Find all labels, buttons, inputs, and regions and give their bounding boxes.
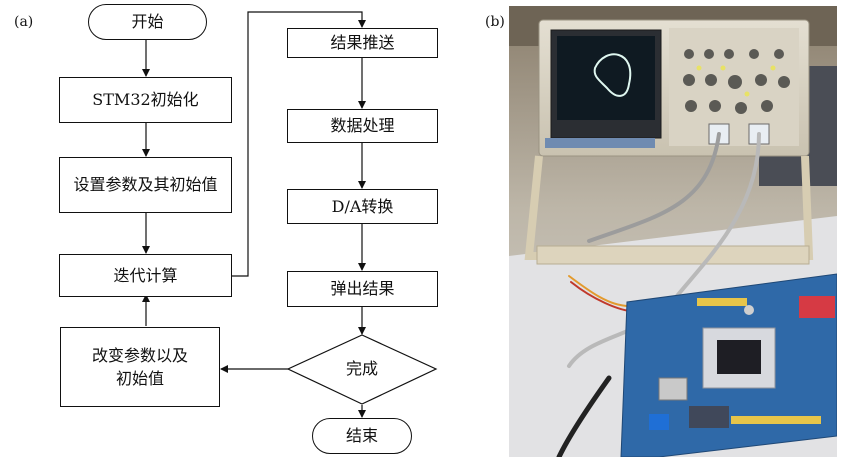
photo-illustration xyxy=(509,6,837,457)
push-node: 结果推送 xyxy=(287,28,438,58)
set-params-node: 设置参数及其初始值 xyxy=(59,157,232,213)
popup-node: 弹出结果 xyxy=(287,271,438,307)
panel-a-label: (a) xyxy=(14,14,34,30)
decision-label: 完成 xyxy=(345,359,378,378)
panel-b-label: (b) xyxy=(485,14,505,30)
decision-diamond xyxy=(286,334,438,405)
iterate-node: 迭代计算 xyxy=(59,254,232,297)
init-node: STM32初始化 xyxy=(59,77,232,123)
start-node: 开始 xyxy=(88,4,207,40)
end-node: 结束 xyxy=(312,418,412,454)
oscilloscope-photo xyxy=(509,6,837,457)
da-node: D/A转换 xyxy=(287,189,438,224)
process-node: 数据处理 xyxy=(287,109,438,143)
arrow-iterate-to-push xyxy=(232,11,366,277)
change-params-node: 改变参数以及 初始值 xyxy=(60,327,220,407)
dev-board-icon xyxy=(620,273,837,457)
